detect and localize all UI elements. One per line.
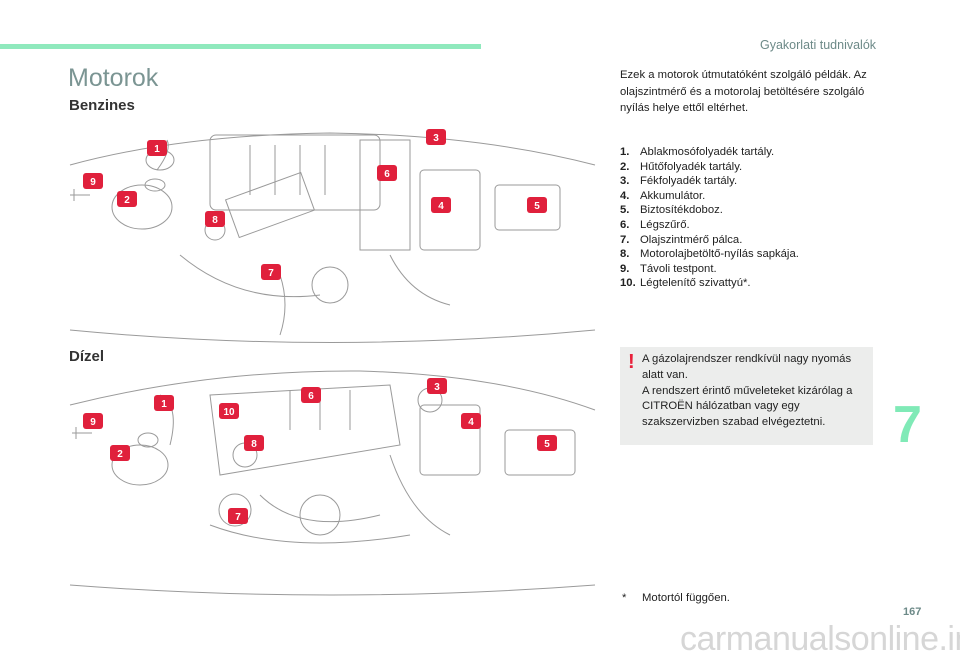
legend-number: 6.: [620, 218, 630, 231]
callout-badge: 1: [154, 395, 174, 411]
footnote: * Motortól függően.: [622, 592, 730, 604]
callout-number: 7: [268, 268, 274, 279]
page-title: Motorok: [68, 64, 159, 92]
page-number: 167: [903, 606, 922, 618]
callout-badge: 8: [244, 435, 264, 451]
warning-line: A gázolajrendszer rendkívül nagy nyomás …: [642, 353, 852, 381]
callout-badge: 1: [147, 140, 167, 156]
legend-number: 9.: [620, 262, 630, 275]
callout-badge: 8: [205, 211, 225, 227]
legend-text: Hűtőfolyadék tartály.: [640, 160, 743, 173]
legend-text: Olajszintmérő pálca.: [640, 233, 743, 246]
legend-text: Távoli testpont.: [640, 262, 717, 275]
callout-number: 2: [117, 449, 123, 460]
legend-item: 9. Távoli testpont.: [620, 262, 799, 277]
callout-number: 8: [251, 439, 257, 450]
callout-number: 6: [308, 391, 314, 402]
callout-number: 2: [124, 195, 130, 206]
legend-number: 4.: [620, 189, 630, 202]
legend-item: 10. Légtelenítő szivattyú*.: [620, 276, 799, 291]
legend-list: 1. Ablakmosófolyadék tartály. 2. Hűtőfolyad…: [620, 145, 799, 291]
legend-number: 10.: [620, 277, 636, 290]
chapter-number: 7: [893, 396, 922, 454]
petrol-heading: Benzines: [69, 97, 135, 114]
petrol-engine-illustration: 1 2 3 4 5 6 7 8 9: [69, 129, 596, 343]
legend-number: 5.: [620, 204, 630, 217]
legend-item: 5. Biztosítékdoboz.: [620, 203, 799, 218]
legend-item: 3. Fékfolyadék tartály.: [620, 174, 799, 189]
legend-text: Ablakmosófolyadék tartály.: [640, 146, 775, 158]
callout-number: 3: [434, 382, 440, 393]
callout-badge: 3: [426, 129, 446, 145]
legend-text: Légszűrő.: [640, 218, 690, 231]
callout-number: 10: [223, 407, 235, 418]
callout-number: 4: [438, 201, 444, 212]
callout-number: 5: [544, 439, 550, 450]
legend-number: 8.: [620, 248, 630, 261]
callout-number: 1: [161, 399, 167, 410]
footnote-text: Motortól függően.: [642, 592, 730, 604]
section-title: Gyakorlati tudnivalók: [760, 38, 877, 52]
callout-badge: 7: [261, 264, 281, 280]
legend-item: 1. Ablakmosófolyadék tartály.: [620, 145, 799, 160]
footnote-mark: *: [622, 592, 627, 604]
callout-number: 6: [384, 169, 390, 180]
legend-text: Motorolajbetöltő-nyílás sapkája.: [640, 248, 799, 261]
callout-badge: 5: [527, 197, 547, 213]
callout-badge: 6: [301, 387, 321, 403]
legend-text: Biztosítékdoboz.: [640, 204, 723, 217]
callout-badge: 9: [83, 413, 103, 429]
callout-badge: 4: [461, 413, 481, 429]
callout-number: 9: [90, 417, 96, 428]
callout-badge: 4: [431, 197, 451, 213]
watermark: carmanualsonline.info: [680, 620, 960, 658]
legend-item: 2. Hűtőfolyadék tartály.: [620, 160, 799, 175]
legend-number: 3.: [620, 175, 630, 188]
legend-number: 1.: [620, 146, 630, 158]
header-accent-bar: [0, 44, 481, 49]
legend-item: 4. Akkumulátor.: [620, 189, 799, 204]
warning-box: ! A gázolajrendszer rendkívül nagy nyomá…: [620, 347, 873, 445]
intro-text: Ezek a motorok útmutatóként szolgáló pél…: [620, 69, 867, 114]
legend-text: Akkumulátor.: [640, 189, 706, 202]
exclamation-icon: !: [628, 351, 635, 373]
callout-badge: 7: [228, 508, 248, 524]
callout-badge: 2: [110, 445, 130, 461]
callout-number: 1: [154, 144, 160, 155]
callout-number: 4: [468, 417, 474, 428]
legend-item: 8. Motorolajbetöltő-nyílás sapkája.: [620, 247, 799, 262]
legend-text: Légtelenítő szivattyú*.: [640, 277, 751, 290]
callout-number: 3: [433, 133, 439, 144]
callout-number: 7: [235, 512, 241, 523]
legend-item: 6. Légszűrő.: [620, 218, 799, 233]
callout-badge: 5: [537, 435, 557, 451]
callout-badge: 2: [117, 191, 137, 207]
legend-number: 7.: [620, 233, 630, 246]
callout-number: 8: [212, 215, 218, 226]
legend-number: 2.: [620, 160, 630, 173]
legend-item: 7. Olajszintmérő pálca.: [620, 233, 799, 248]
warning-line: A rendszert érintő műveleteket kizárólag…: [642, 384, 853, 429]
legend-text: Fékfolyadék tartály.: [640, 175, 738, 188]
callout-badge: 10: [219, 403, 239, 419]
diesel-heading: Dízel: [69, 348, 105, 365]
callout-number: 9: [90, 177, 96, 188]
callout-badge: 9: [83, 173, 103, 189]
callout-number: 5: [534, 201, 540, 212]
diesel-engine-illustration: 1 2 3 4 5 6 7 8 9 10: [69, 370, 596, 596]
callout-badge: 3: [427, 378, 447, 394]
callout-badge: 6: [377, 165, 397, 181]
